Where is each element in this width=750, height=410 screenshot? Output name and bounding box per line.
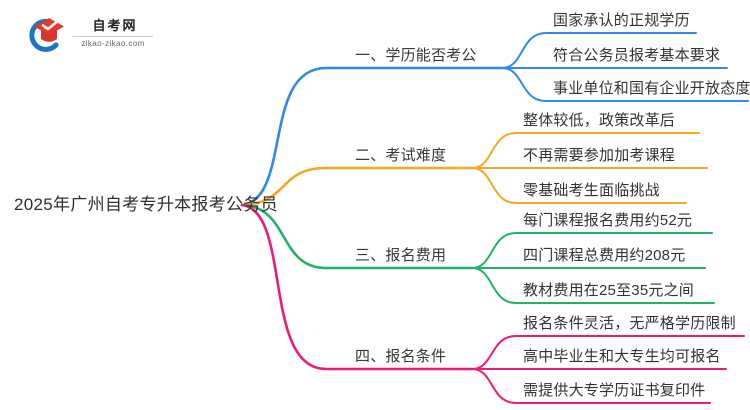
- branch-4-leaf-1: 报名条件灵活，无严格学历限制: [523, 315, 736, 332]
- branch-2-leaf-3: 零基础考生面临挑战: [523, 182, 660, 199]
- branch-3-leaf-1: 每门课程报名费用约52元: [523, 212, 693, 229]
- branch-4-label: 四、报名条件: [355, 348, 447, 365]
- branch-3-leaf-2: 四门课程总费用约208元: [523, 247, 686, 264]
- branch-3-lines: [240, 203, 715, 304]
- logo-subtitle: zikao-zikao.com: [81, 39, 145, 48]
- root-topic: 2025年广州自考专升本报考公务员: [14, 195, 278, 214]
- branch-4-lines: [240, 203, 745, 404]
- branch-1-lines: [240, 32, 749, 207]
- branch-2-label: 二、考试难度: [355, 147, 447, 164]
- branch-4-leaf-3: 需提供大专学历证书复印件: [523, 382, 706, 399]
- branch-1-leaf-3: 事业单位和国有企业开放态度: [553, 80, 750, 97]
- branch-1-leaf-2: 符合公务员报考基本要求: [553, 47, 721, 64]
- site-logo: 自考网 zikao-zikao.com: [28, 12, 168, 60]
- branch-1-leaf-1: 国家承认的正规学历: [553, 12, 690, 29]
- logo-divider: [73, 36, 153, 37]
- graduation-cap-icon: [29, 18, 64, 52]
- branch-2-leaf-2: 不再需要参加加考课程: [523, 147, 676, 164]
- branch-4-leaf-2: 高中毕业生和大专生均可报名: [523, 348, 721, 365]
- branch-1-label: 一、学历能否考公: [355, 47, 477, 64]
- logo-title: 自考网: [92, 18, 138, 33]
- branch-2-leaf-1: 整体较低，政策改革后: [523, 112, 676, 129]
- branch-2-lines: [240, 132, 708, 207]
- branch-3-leaf-3: 教材费用在25至35元之间: [523, 282, 694, 299]
- branch-3-label: 三、报名费用: [355, 247, 447, 264]
